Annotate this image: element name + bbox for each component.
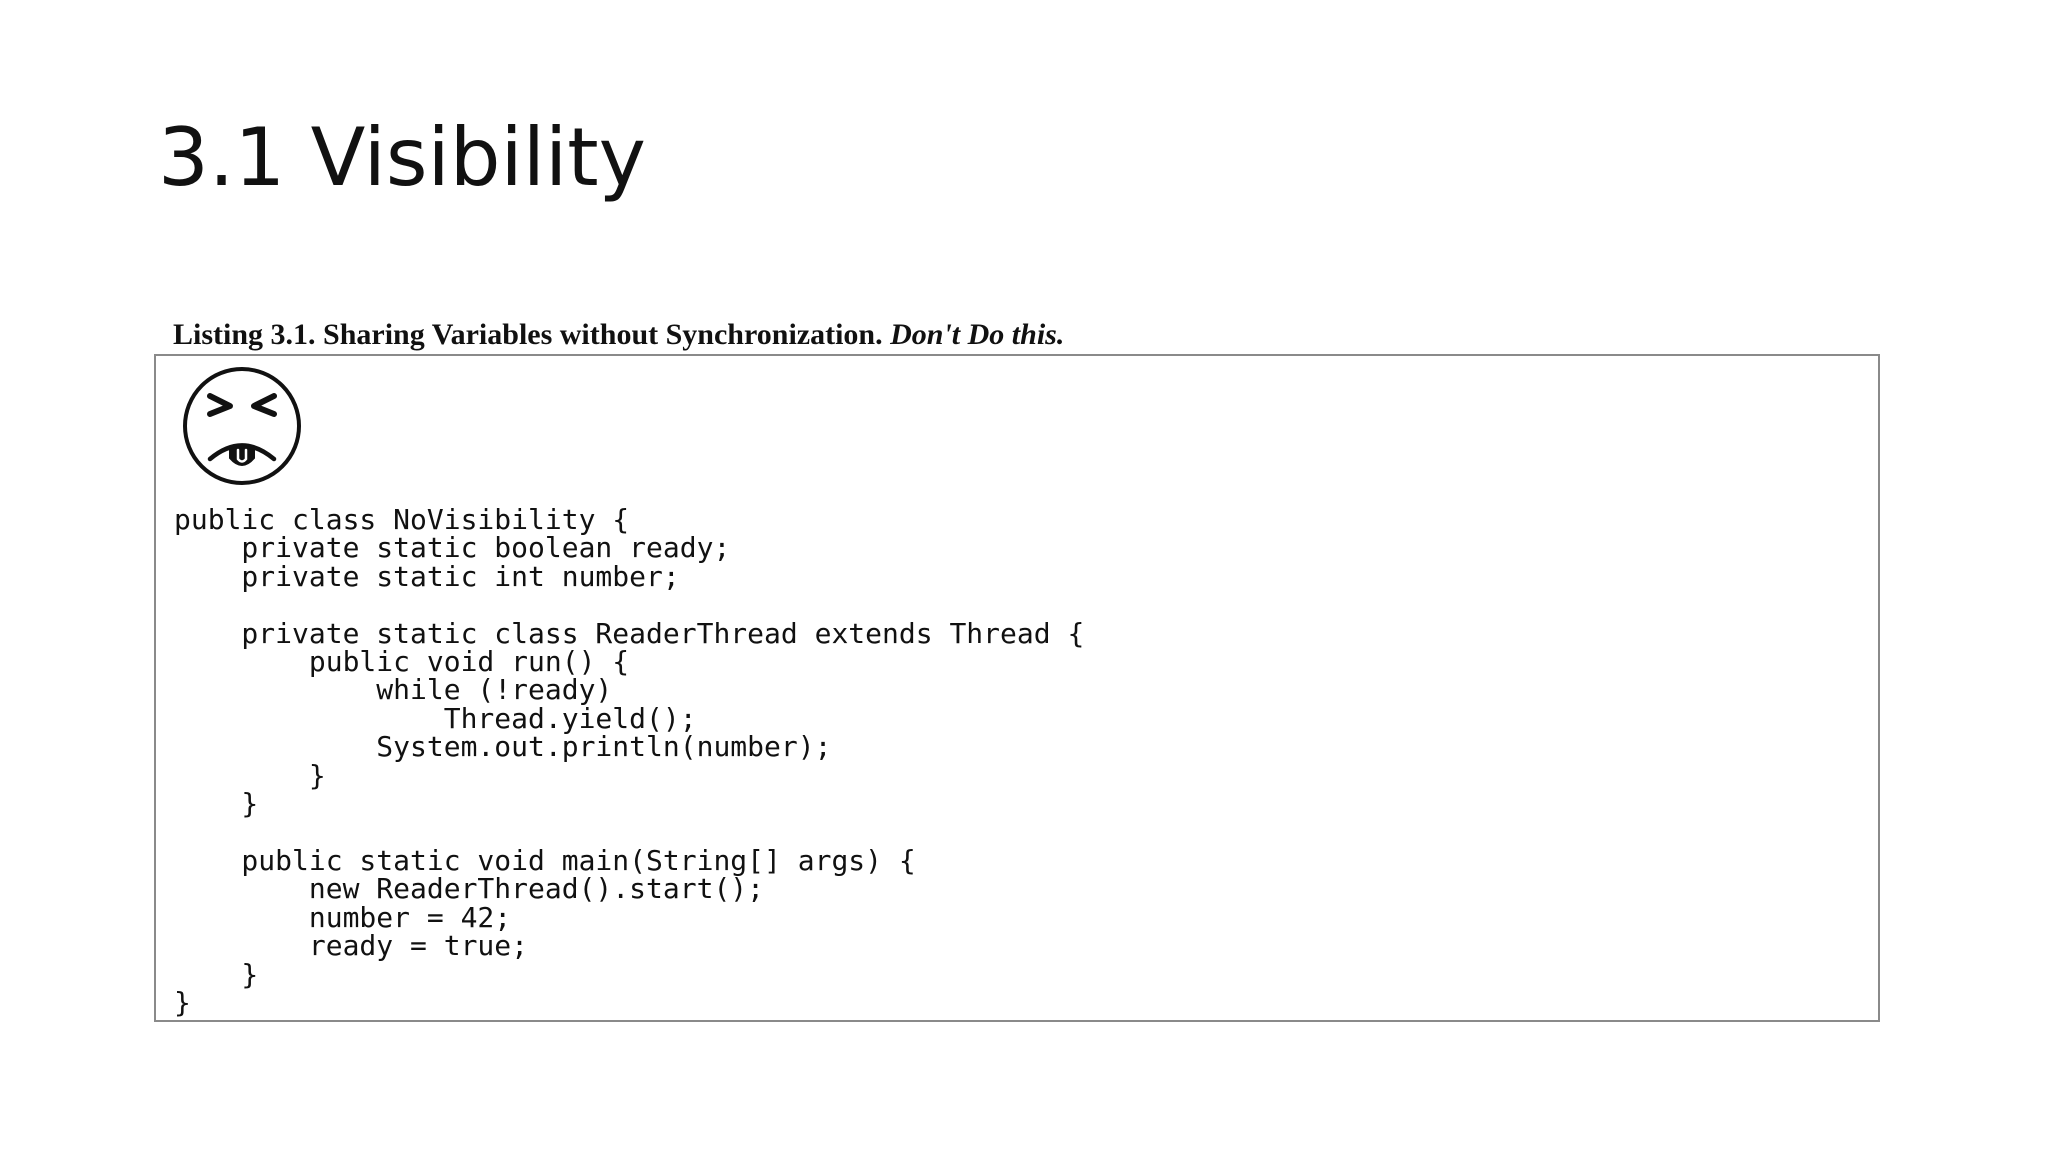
listing-caption-main: Listing 3.1. Sharing Variables without S… xyxy=(173,318,883,351)
slide-title: 3.1 Visibility xyxy=(158,111,646,204)
code-block: public class NoVisibility { private stat… xyxy=(174,503,1085,1019)
code-listing-box: public class NoVisibility { private stat… xyxy=(154,354,1880,1022)
listing-caption-warning: Don't Do this. xyxy=(890,318,1065,351)
listing-caption: Listing 3.1. Sharing Variables without S… xyxy=(173,318,1064,351)
code-line: new ReaderThread().start(); xyxy=(174,872,765,906)
code-line: } xyxy=(174,985,191,1019)
code-line: System.out.println(number); xyxy=(174,730,832,764)
code-line: public class NoVisibility { xyxy=(174,503,630,536)
disgusted-face-icon xyxy=(183,367,301,485)
code-line: } xyxy=(174,787,259,821)
code-line: public static void main(String[] args) { xyxy=(174,843,916,877)
code-line: } xyxy=(174,758,326,792)
code-line: number = 42; xyxy=(174,900,512,934)
code-line: private static int number; xyxy=(174,559,680,593)
code-line: while (!ready) xyxy=(174,673,613,707)
code-line: public void run() { xyxy=(174,645,630,679)
code-line: private static class ReaderThread extend… xyxy=(174,616,1085,650)
code-line: Thread.yield(); xyxy=(174,701,697,735)
code-line: } xyxy=(174,957,259,991)
code-line: ready = true; xyxy=(174,929,529,963)
code-line: private static boolean ready; xyxy=(174,531,731,565)
